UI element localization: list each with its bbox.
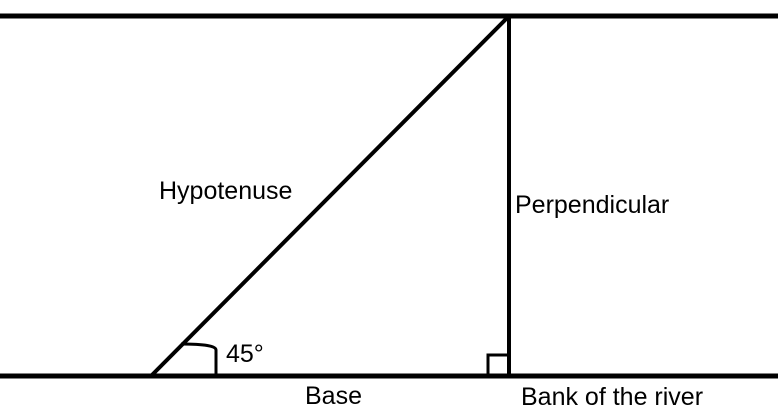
right-angle-marker bbox=[486, 353, 509, 376]
bank-label: Bank of the river bbox=[521, 383, 703, 411]
angle-arc bbox=[180, 342, 218, 376]
hypotenuse-label: Hypotenuse bbox=[159, 177, 292, 205]
angle-label: 45° bbox=[226, 340, 264, 368]
perpendicular-label: Perpendicular bbox=[515, 191, 669, 219]
base-label: Base bbox=[305, 382, 362, 410]
hypotenuse-line bbox=[149, 14, 511, 378]
